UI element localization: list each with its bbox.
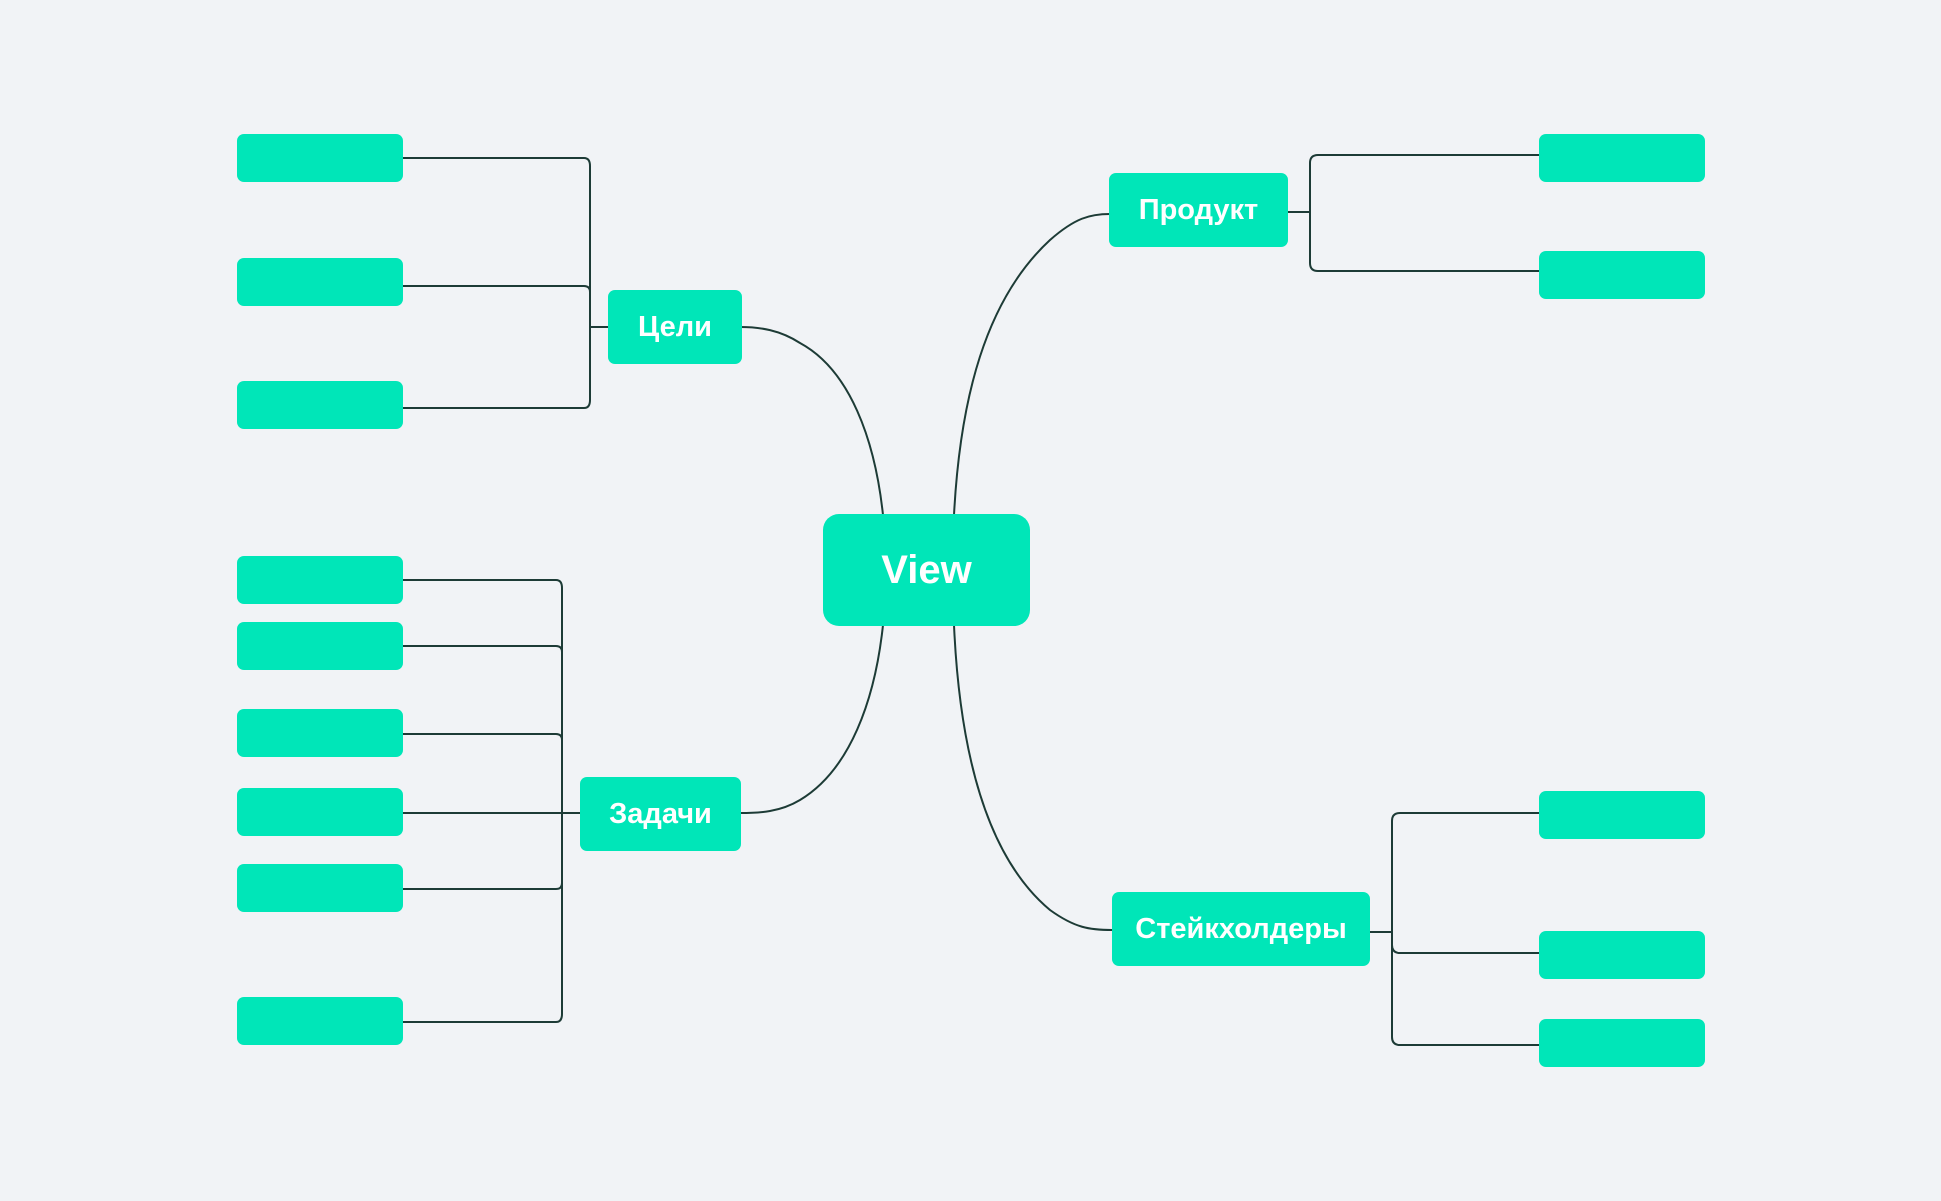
leaf-goals-3[interactable]	[237, 381, 403, 429]
leaf-tasks-4[interactable]	[237, 788, 403, 836]
leaf-product-2[interactable]	[1539, 251, 1705, 299]
branch-goals[interactable]: Цели	[608, 290, 742, 364]
leaf-product-1[interactable]	[1539, 134, 1705, 182]
leaf-tasks-1[interactable]	[237, 556, 403, 604]
branch-tasks[interactable]: Задачи	[580, 777, 741, 851]
branch-product[interactable]: Продукт	[1109, 173, 1288, 247]
connector-tasks-bracket	[403, 579, 580, 1023]
root-node[interactable]: View	[823, 514, 1030, 626]
leaf-tasks-2[interactable]	[237, 622, 403, 670]
leaf-stakeholders-2[interactable]	[1539, 931, 1705, 979]
connector-root-goals	[739, 326, 884, 516]
leaf-tasks-3[interactable]	[237, 709, 403, 757]
connector-goals-bracket	[403, 157, 608, 409]
leaf-stakeholders-1[interactable]	[1539, 791, 1705, 839]
leaf-goals-2[interactable]	[237, 258, 403, 306]
connector-root-tasks	[739, 624, 884, 814]
connector-stakeholders-bracket	[1369, 812, 1541, 1046]
leaf-tasks-6[interactable]	[237, 997, 403, 1045]
branch-stakeholders[interactable]: Стейкхолдеры	[1112, 892, 1370, 966]
connector-root-product	[953, 213, 1111, 516]
connector-root-stakeholders	[953, 624, 1113, 931]
leaf-stakeholders-3[interactable]	[1539, 1019, 1705, 1067]
leaf-goals-1[interactable]	[237, 134, 403, 182]
connector-product-bracket	[1286, 154, 1541, 272]
leaf-tasks-5[interactable]	[237, 864, 403, 912]
